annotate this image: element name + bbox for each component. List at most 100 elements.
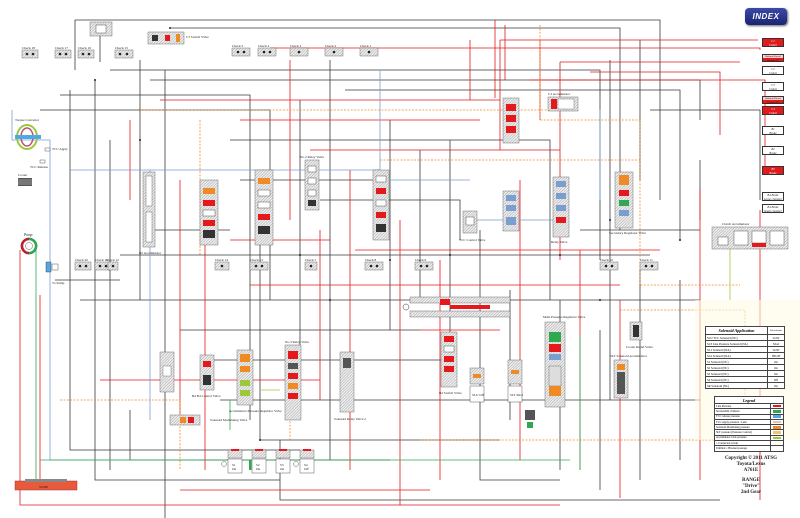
- sump: SUMP: [14, 479, 78, 491]
- slt-mod-solenoid: SLT Mod: [507, 359, 523, 403]
- svg-text:Accumulator Pressure Regulator: Accumulator Pressure Regulator Valve: [229, 409, 282, 413]
- cooler-relief-valve: Cooler Relief Valve: [626, 321, 653, 349]
- b2-accumulator: B2 Accumulator: [139, 171, 162, 255]
- svg-text:On: On: [256, 467, 260, 471]
- make: Toyota/Lexus: [736, 462, 766, 467]
- no3-relay-valve: No.3 Relay Valve: [284, 340, 309, 421]
- slu-off-solenoid: SLU Off: [469, 367, 485, 403]
- sr-solenoid: [525, 410, 535, 428]
- range-value: "Drive": [742, 484, 760, 489]
- svg-text:S1: S1: [232, 463, 236, 467]
- svg-text:Check 9: Check 9: [415, 258, 427, 262]
- solenoid-relay-valve-lower: Solenoid Relay Valve 2: [334, 351, 366, 421]
- svg-text:Check 17: Check 17: [55, 46, 68, 50]
- svg-text:No.3 Relay Valve: No.3 Relay Valve: [285, 340, 309, 344]
- check-15: Check 15: [114, 46, 134, 59]
- svg-text:Solenoid Modulating Valve: Solenoid Modulating Valve: [210, 418, 248, 422]
- svg-text:SLU Off: SLU Off: [472, 393, 485, 397]
- accumulator-back-pressure-circuits: [260, 240, 731, 391]
- copyright: Copyright © 2011 ATSG: [724, 456, 778, 461]
- clutch-type: Brake: [769, 151, 777, 155]
- svg-text:Torque Converter: Torque Converter: [15, 118, 40, 122]
- solenoid-modulating-valve: Solenoid Modulating Valve: [169, 414, 248, 426]
- check-18: Check 18: [21, 46, 39, 59]
- svg-text:Check 1: Check 1: [360, 44, 372, 48]
- solenoid-table-title: Solenoid Application: [705, 326, 768, 335]
- svg-text:B4 B4 Control Valve: B4 B4 Control Valve: [192, 394, 221, 398]
- c3-switch-valve: C3 Switch Valve: [147, 31, 209, 45]
- svg-text:Secondary Regulator Valve: Secondary Regulator Valve: [609, 231, 647, 235]
- clutch-type: Clutch: [769, 71, 777, 75]
- svg-text:C3 Accumulator: C3 Accumulator: [548, 92, 571, 96]
- pump: Pump: [20, 233, 38, 255]
- clutch-name: C2: [771, 67, 775, 71]
- check-valves-top: Check 18 Check 17 Check 16 Check 15 C3 S…: [21, 21, 209, 59]
- solenoid-application-table: Solenoid Application Solenoid state SLU …: [705, 326, 785, 389]
- manual-valve: [402, 296, 511, 318]
- clutch-name: C4: [771, 107, 775, 111]
- legend-color-swatch: [773, 410, 781, 413]
- relay-valve: Relay Valve: [551, 176, 570, 244]
- check-valves-row2: Check 20 Check 19 Check 12 Check 14 Chec…: [74, 258, 659, 271]
- legend-color-swatch: [773, 426, 781, 429]
- svg-text:Check 10: Check 10: [600, 258, 613, 262]
- svg-text:Main Pressure Regulator Valve: Main Pressure Regulator Valve: [543, 315, 586, 319]
- clutch-type: Brake: [769, 171, 777, 175]
- tcc-labels: TCC Apply TCC Release: [30, 147, 68, 169]
- check-valves-mid: Check 5 Check 4 Check 3 Check 2 Check 1: [231, 44, 379, 57]
- slu-valve: [159, 351, 175, 393]
- accumulator-pressure-regulator-valve: Accumulator Pressure Regulator Valve: [229, 349, 282, 413]
- b4-control-valve: B4 B4 Control Valve: [192, 354, 221, 398]
- svg-text:Check 4: Check 4: [258, 44, 270, 48]
- gear: 2nd Gear: [740, 490, 762, 495]
- clutch-type: Pressure C4: [767, 100, 779, 104]
- svg-text:S2: S2: [256, 463, 260, 467]
- index-button[interactable]: INDEX: [745, 8, 787, 25]
- clutch-type: Brake: [769, 131, 777, 135]
- no1-relay-valve-upper: [372, 169, 390, 241]
- solenoid-relay-valve-2: [254, 169, 274, 246]
- clutch-name: Balance/Cancel: [765, 55, 781, 58]
- solenoid-row: SR Solenoid (NC)On: [705, 382, 785, 389]
- svg-text:Check 7: Check 7: [305, 258, 317, 262]
- secondary-regulator-valve: Secondary Regulator Valve: [609, 171, 647, 235]
- svg-text:TCC Control Valve: TCC Control Valve: [459, 238, 486, 242]
- solenoid-s4: S4 Off: [293, 449, 315, 474]
- svg-text:Check 12: Check 12: [106, 258, 119, 262]
- legend-swatch: [770, 445, 784, 452]
- clutch-name: C3: [771, 83, 775, 87]
- clutch-type: Large chamber: [763, 197, 783, 201]
- svg-text:Check 5: Check 5: [232, 44, 244, 48]
- svg-text:Check 19: Check 19: [95, 258, 108, 262]
- clutch-type: Clutch: [769, 43, 777, 47]
- svg-text:Check 18: Check 18: [22, 46, 35, 50]
- svg-text:SLT Solenoid Accumulator: SLT Solenoid Accumulator: [610, 354, 648, 358]
- svg-text:Clutch Accumulator: Clutch Accumulator: [722, 222, 750, 226]
- svg-text:Check 13: Check 13: [250, 258, 263, 262]
- svg-text:To Sump: To Sump: [52, 281, 65, 285]
- main-pressure-regulator-valve: Main Pressure Regulator Valve: [543, 315, 586, 408]
- legend-label: Unfilled = Blocked passage: [714, 445, 771, 452]
- svg-text:C3 Switch Valve: C3 Switch Valve: [186, 35, 209, 39]
- svg-text:On: On: [232, 467, 236, 471]
- torque-converter: Torque Converter: [15, 118, 41, 150]
- clutch-type: Clutch: [769, 87, 777, 91]
- document-info: Copyright © 2011 ATSG Toyota/Lexus A761E…: [715, 456, 787, 496]
- svg-text:TCC Apply: TCC Apply: [52, 147, 68, 151]
- legend-color-swatch: [773, 404, 781, 408]
- b4-switch-valve: B4 Switch Valve: [439, 331, 462, 395]
- svg-text:Check 16: Check 16: [78, 46, 91, 50]
